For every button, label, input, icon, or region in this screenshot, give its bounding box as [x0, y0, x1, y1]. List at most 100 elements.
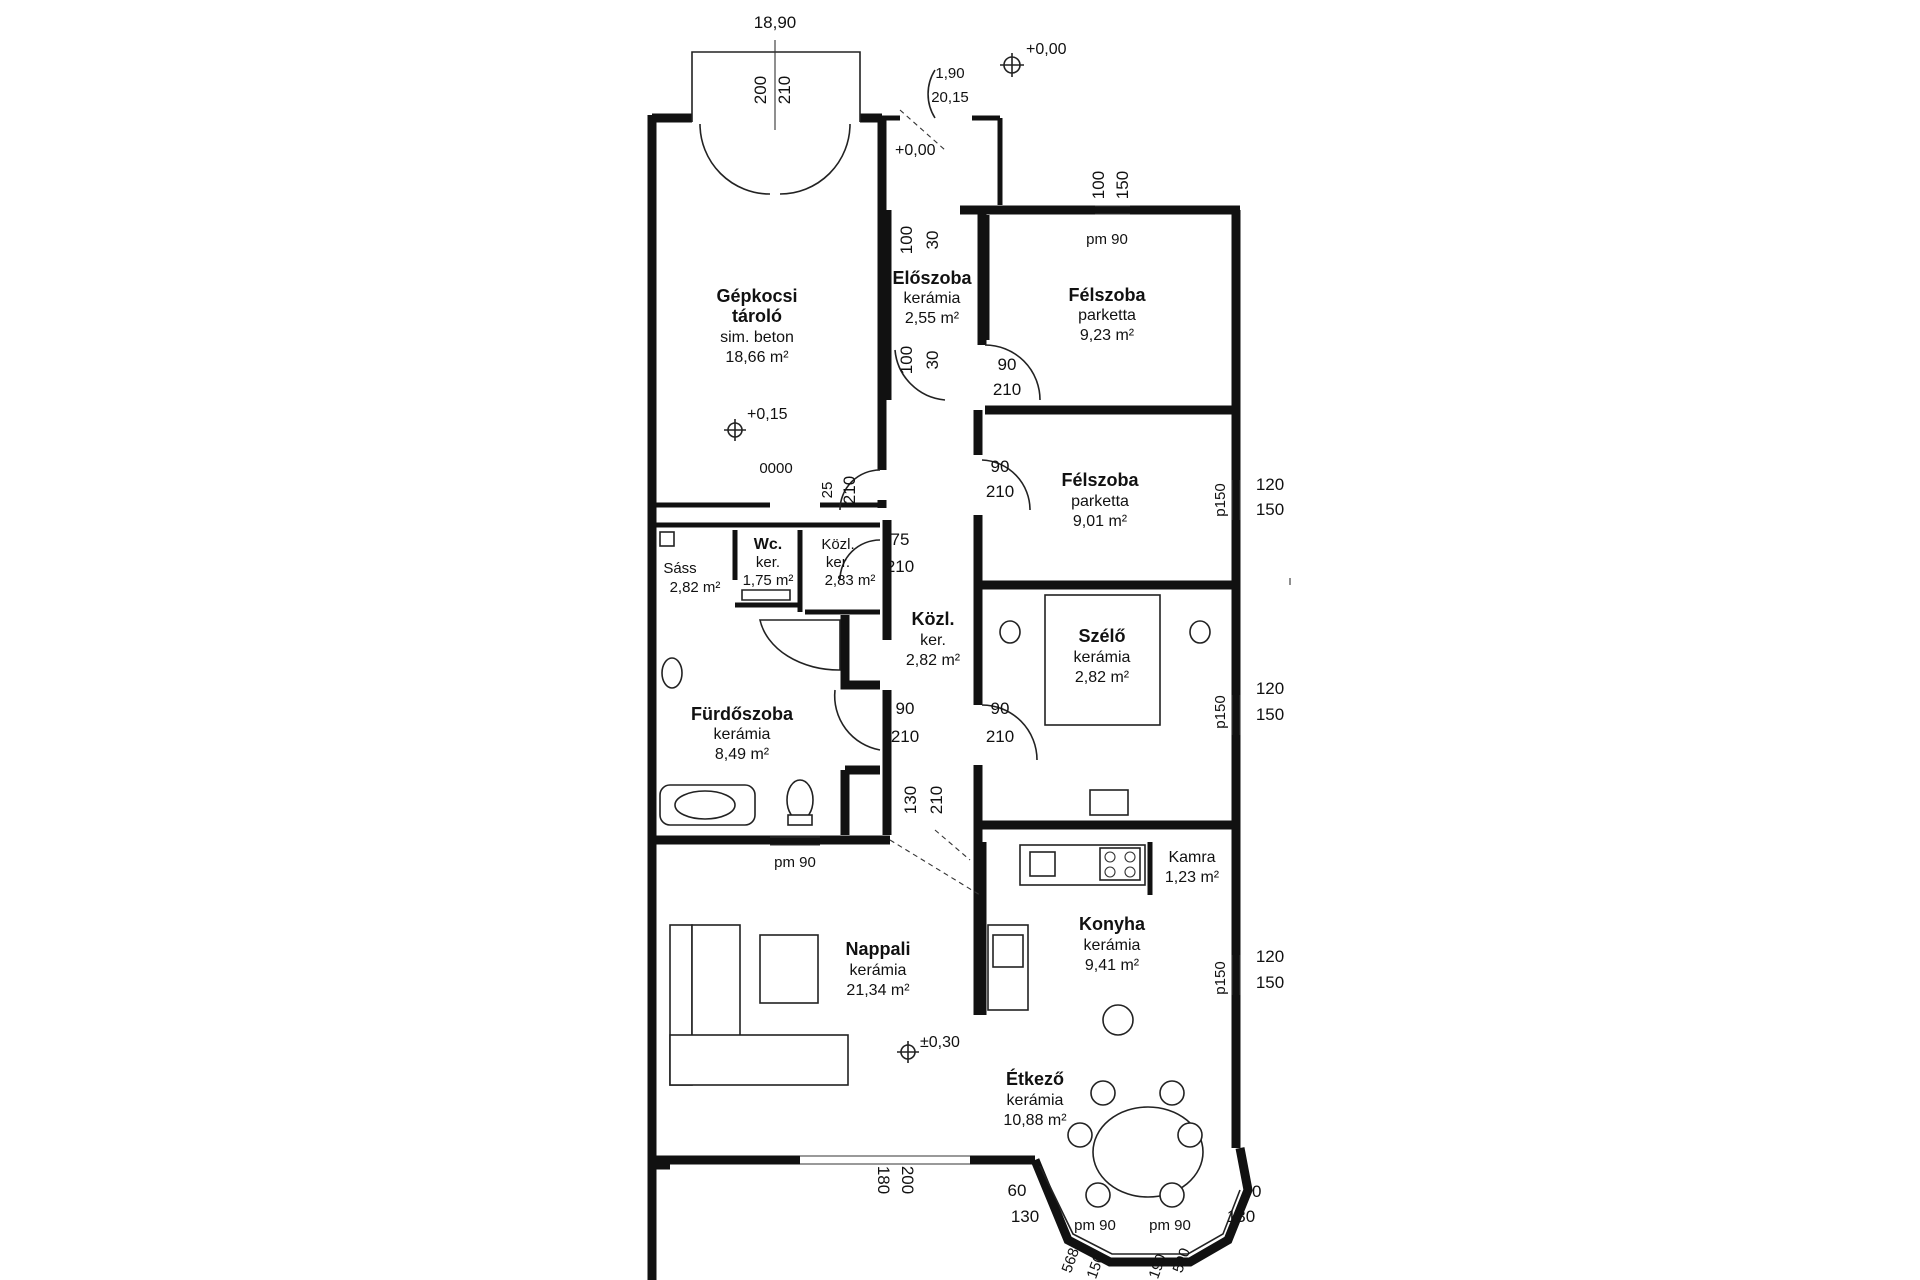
pantry-fixture-icon	[1102, 1004, 1134, 1036]
dining-chair-6-icon	[1159, 1182, 1185, 1208]
dimension-labels: 18,90 200 210 1,90 20,15 100 30 100 30 1…	[751, 13, 1284, 1280]
hall-material: kerámia	[904, 290, 961, 307]
level-marker-living: ±0,30	[897, 1034, 960, 1063]
washbasin-icon	[661, 657, 683, 689]
dim-door-210-e: 210	[886, 557, 914, 576]
dim-door-90-c: 90	[896, 699, 915, 718]
bathroom-door	[833, 689, 881, 751]
corridor-small-area: 2,83 m²	[825, 572, 876, 589]
bay-window-inner	[1039, 1165, 1241, 1255]
small-left-name: Sáss	[663, 560, 696, 577]
dim-entry-top-2: 20,15	[931, 89, 969, 106]
toilet-icon	[786, 779, 814, 821]
garage-name-1: Gépkocsi	[716, 286, 797, 306]
small-left-area: 2,82 m²	[670, 579, 721, 596]
burner-4-icon	[1124, 866, 1136, 878]
dim-door-210-a: 210	[993, 380, 1021, 399]
garage-corridor-door	[839, 469, 881, 511]
wc-material: ker.	[756, 554, 780, 571]
level-label-hall: +0,00	[895, 142, 936, 159]
kitchen-name: Konyha	[1079, 914, 1146, 934]
level-marker-entrance: +0,00	[1000, 41, 1067, 77]
dim-bay-pm90-right: pm 90	[1149, 1217, 1191, 1234]
wc-area: 1,75 m²	[743, 572, 794, 589]
dining-chair-1-icon	[1090, 1080, 1116, 1106]
washbasin-small-icon	[659, 531, 675, 547]
half-room-2-material: parketta	[1071, 493, 1129, 510]
corridor-material: ker.	[920, 632, 946, 649]
window-north-half-room-1	[1095, 205, 1130, 215]
garage-door-leaf-left	[699, 123, 771, 195]
bathroom-name: Fürdőszoba	[691, 704, 794, 724]
level-label-garage: +0,15	[747, 406, 788, 423]
bedroom-desk-icon	[1089, 789, 1129, 816]
dim-garage-door-200: 200	[751, 76, 770, 104]
bedroom-name: Szélő	[1078, 626, 1125, 646]
dim-bay-pm90-left: pm 90	[1074, 1217, 1116, 1234]
dim-door-210-b: 210	[986, 482, 1014, 501]
dining-chair-4-icon	[1177, 1122, 1203, 1148]
dim-door-210-f: 210	[840, 476, 859, 504]
dim-hall-100-top: 100	[897, 226, 916, 254]
window-east-half-room-2	[1231, 480, 1241, 520]
living-material: kerámia	[850, 962, 907, 979]
window-living-south	[800, 1155, 970, 1165]
walls	[647, 113, 1253, 1280]
toilet-tank-icon	[787, 814, 813, 826]
dim-hall-30-bot: 30	[923, 351, 942, 370]
dim-garage-door-210: 210	[775, 76, 794, 104]
dim-win-right-120-b: 120	[1256, 679, 1284, 698]
corridor-name: Közl.	[912, 609, 955, 629]
dim-bay-590: 590	[1170, 1246, 1195, 1275]
sink-icon	[1029, 851, 1056, 877]
bedroom-area: 2,82 m²	[1075, 669, 1130, 686]
half-room-1-material: parketta	[1078, 307, 1136, 324]
half-room-1-door	[984, 344, 1041, 401]
dim-door-75: 75	[891, 530, 910, 549]
furniture	[659, 531, 1211, 1208]
nightstand-right-icon	[1189, 620, 1211, 644]
small-corridor-door	[839, 539, 881, 581]
burner-3-icon	[1104, 866, 1116, 878]
dim-door-210-g: 210	[927, 786, 946, 814]
corridor-area: 2,82 m²	[906, 652, 961, 669]
dining-chair-3-icon	[1067, 1122, 1093, 1148]
dim-pm90-bottom: pm 90	[774, 854, 816, 871]
dim-win-right-p150-c: p150	[1212, 961, 1229, 994]
nightstand-left-icon	[999, 620, 1021, 644]
living-area: 21,34 m²	[846, 982, 910, 999]
level-label-entrance: +0,00	[1026, 41, 1067, 58]
garage-door-leaf-right	[779, 123, 851, 195]
window-east-bedroom	[1231, 695, 1241, 735]
dim-door-210-d: 210	[986, 727, 1014, 746]
dim-door-90-b: 90	[991, 457, 1010, 476]
windows	[770, 205, 1241, 1165]
sofa-seat-icon	[691, 924, 741, 1046]
dim-win-top-150: 150	[1113, 171, 1132, 199]
living-door-2	[934, 829, 971, 861]
dim-hall-30-top: 30	[923, 231, 942, 250]
kitchen-area: 9,41 m²	[1085, 957, 1140, 974]
bath-jog	[840, 615, 880, 690]
corridor-small-material: ker.	[826, 554, 850, 571]
bathtub-basin-icon	[674, 790, 736, 820]
bay-window-outer	[1030, 1147, 1253, 1267]
dim-win-right-120-c: 120	[1256, 947, 1284, 966]
living-name: Nappali	[845, 939, 910, 959]
dim-win-right-120-a: 120	[1256, 475, 1284, 494]
dim-bay-60-left: 60	[1008, 1181, 1027, 1200]
dim-win-right-p150-a: p150	[1212, 483, 1229, 516]
entry-door-leaf	[899, 109, 946, 151]
dim-entry-top-1: 1,90	[935, 65, 964, 82]
window-bath-north	[770, 836, 820, 846]
dim-bay-130-right: 130	[1227, 1207, 1255, 1226]
pantry-name: Kamra	[1168, 849, 1215, 866]
dim-door-210-c: 210	[891, 727, 919, 746]
dining-area: 10,88 m²	[1003, 1112, 1067, 1129]
dim-win-right-150-a: 150	[1256, 500, 1284, 519]
bath-jog-2	[840, 765, 880, 835]
garage-note: 0000	[759, 460, 792, 477]
entry-door	[927, 69, 936, 119]
oven-icon	[992, 934, 1024, 968]
